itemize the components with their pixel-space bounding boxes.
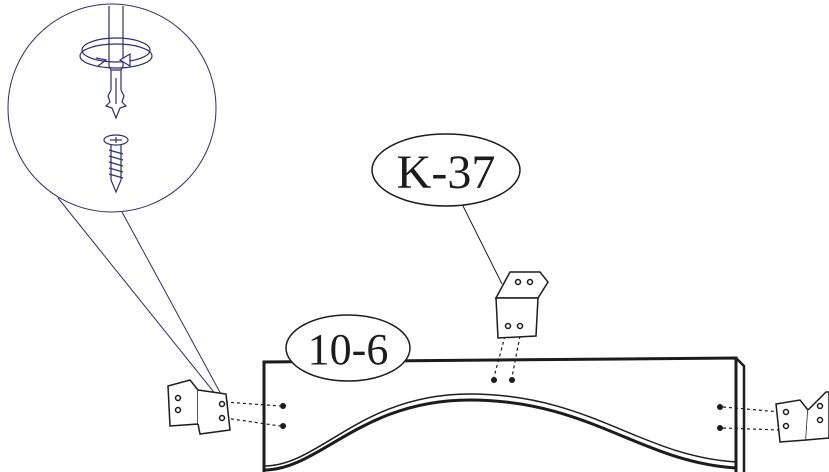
- detail-pointer-line-left: [57, 197, 218, 397]
- board-outline: [262, 356, 738, 472]
- detail-pointer-line-right: [121, 211, 223, 397]
- label-10-6: 10-6: [285, 314, 411, 382]
- rotation-arrow-icon: [79, 37, 153, 69]
- board-10-6: [262, 356, 746, 472]
- board-top-edge-3d: [735, 357, 746, 472]
- bracket-right: [775, 391, 829, 443]
- label-k37-leader: [461, 203, 503, 285]
- label-10-6-bubble: [285, 314, 411, 382]
- alignment-lines: [224, 335, 781, 431]
- board-arch-inner: [263, 393, 737, 467]
- wood-screw-icon: [103, 134, 129, 194]
- bracket-k37: [494, 271, 549, 339]
- bracket-left: [167, 379, 231, 435]
- label-10-6-text: 10-6: [308, 325, 389, 374]
- detail-circle: [7, 3, 217, 213]
- board-holes: [280, 377, 723, 431]
- detail-callout: [7, 3, 223, 397]
- label-k37-bubble: [371, 133, 521, 207]
- screwdriver-icon: [104, 6, 128, 120]
- label-k37-text: K-37: [397, 146, 496, 199]
- label-k37: K-37: [371, 133, 521, 285]
- board-arch-outer: [263, 398, 737, 472]
